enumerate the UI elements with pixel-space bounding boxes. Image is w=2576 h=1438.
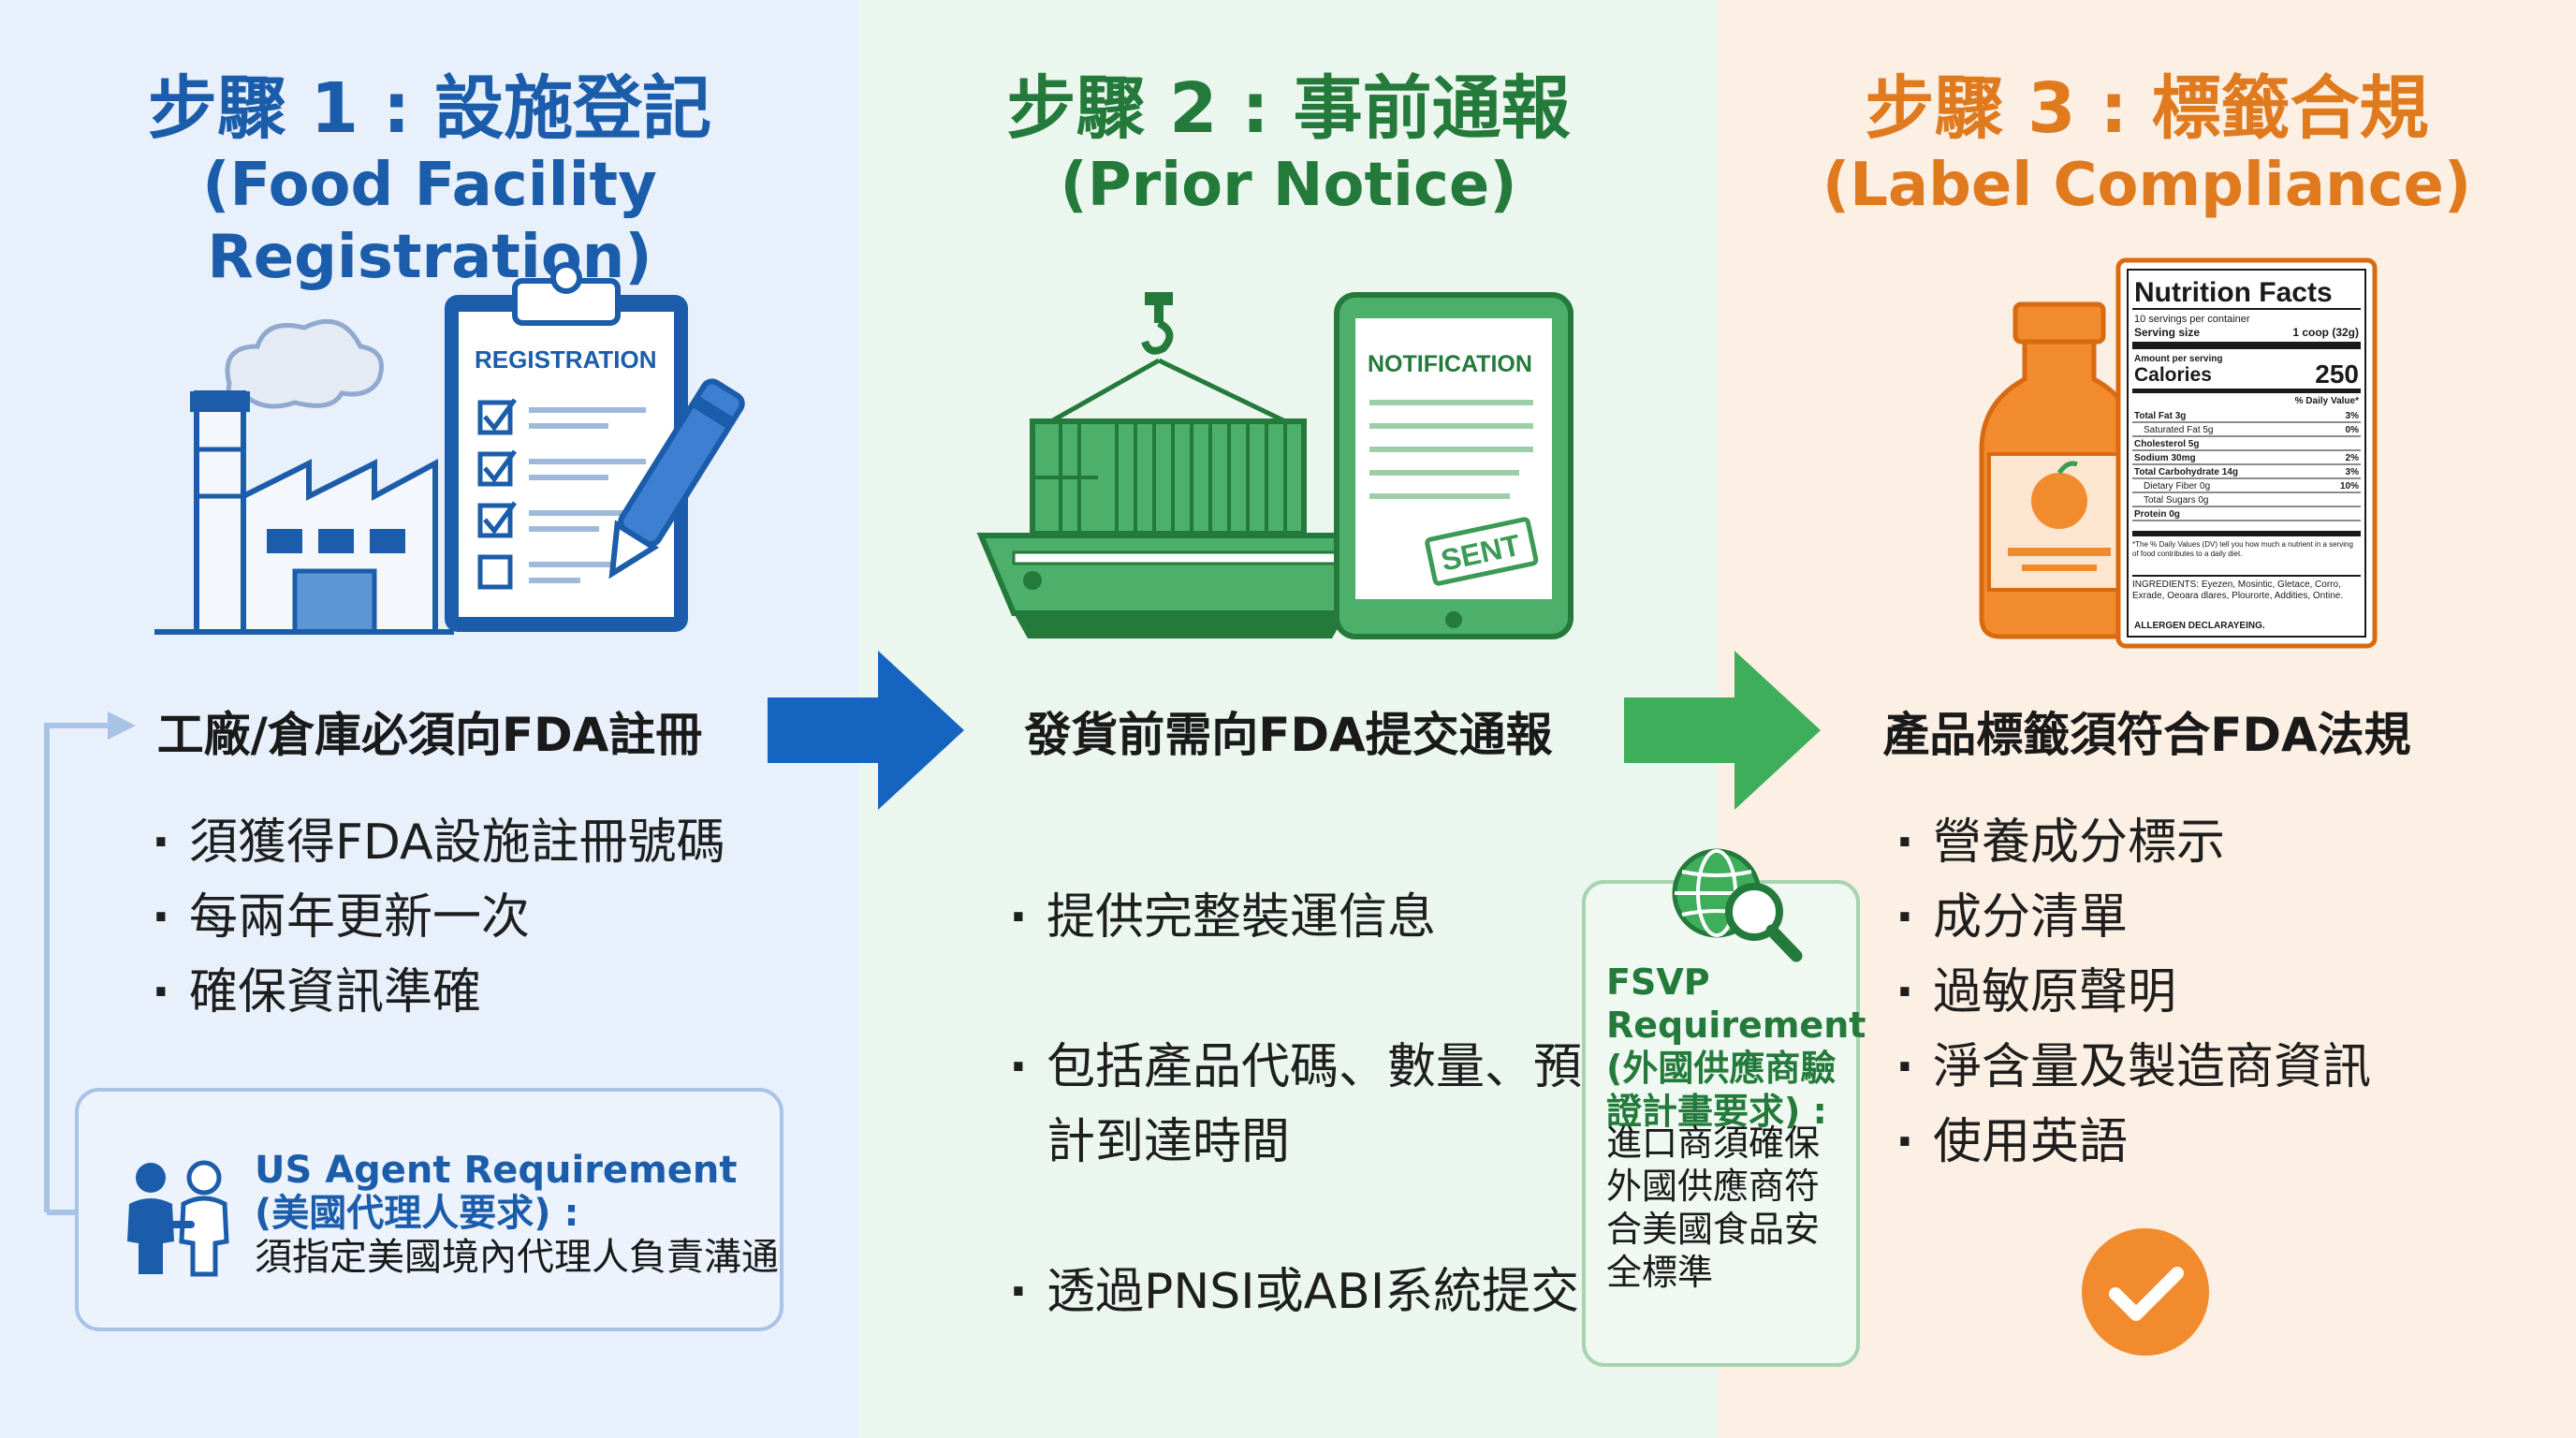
step1-summary: 工廠/倉庫必須向FDA註冊 xyxy=(156,708,703,762)
loop-arrow-icon xyxy=(44,712,136,1215)
globe-search-icon xyxy=(1672,848,1803,962)
us-agent-description: 須指定美國境內代理人負責溝通 xyxy=(255,1236,779,1279)
fsvp-heading: FSVP Requirement (外國供應商驗 證計畫要求) : xyxy=(1606,961,1866,1132)
nutrition-row-value: 2% xyxy=(2346,453,2360,463)
nutrition-row-label: Dietary Fiber 0g xyxy=(2144,481,2210,492)
step3-bullet: 淨含量及製造商資訊 xyxy=(1895,1030,2371,1105)
step2-subtitle: (Prior Notice) xyxy=(1060,151,1517,220)
arrow-right-icon xyxy=(1624,651,1821,810)
us-agent-box: US Agent Requirement (美國代理人要求) : 須指定美國境內… xyxy=(75,1088,783,1331)
step1-column: 步驟 1 : 設施登記 (Food Facility Registration)… xyxy=(0,0,859,1438)
step1-bullet: 每兩年更新一次 xyxy=(152,880,725,955)
step3-bullet: 營養成分標示 xyxy=(1895,805,2371,880)
step3-title: 步驟 3 : 標籤合規 xyxy=(1865,68,2429,149)
nutrition-footnote: *The % Daily Values (DV) tell you how mu… xyxy=(2132,540,2353,558)
fsvp-description: 進口商須確保 外國供應商符 合美國食品安 全標準 xyxy=(1606,1123,1821,1293)
checkmark-icon xyxy=(2082,1228,2209,1356)
step1-title: 步驟 1 : 設施登記 xyxy=(147,68,712,149)
nutrition-calories-value: 250 xyxy=(2315,360,2359,389)
us-agent-subtitle: (美國代理人要求) : xyxy=(255,1192,579,1235)
step3-bullet: 使用英語 xyxy=(1895,1105,2371,1180)
nutrition-row-label: Sodium 30mg xyxy=(2134,453,2196,463)
step3-summary: 產品標籤須符合FDA法規 xyxy=(1882,708,2411,762)
nutrition-serving-size-value: 1 coop (32g) xyxy=(2292,326,2359,339)
nutrition-row-label: Cholesterol 5g xyxy=(2134,439,2199,449)
step3-bullet: 成分清單 xyxy=(1895,880,2371,955)
clipboard-icon: REGISTRATION xyxy=(445,262,688,632)
nutrition-daily-value-header: % Daily Value* xyxy=(2295,396,2359,406)
step2-column: 步驟 2 : 事前通報 (Prior Notice) NOTIFICATION xyxy=(859,0,1718,1438)
us-agent-title: US Agent Requirement xyxy=(255,1149,738,1192)
notification-label: NOTIFICATION xyxy=(1368,351,1532,377)
step3-bullet-list: 營養成分標示 成分清單 過敏原聲明 淨含量及製造商資訊 使用英語 xyxy=(1895,805,2371,1180)
nutrition-calories-label: Calories xyxy=(2134,364,2212,386)
nutrition-row-value: 10% xyxy=(2340,481,2359,492)
step2-bullet-list: 提供完整裝運信息 包括產品代碼、數量、預 計到達時間 透過PNSI或ABI系統提… xyxy=(1009,805,1582,1404)
nutrition-servings: 10 servings per container xyxy=(2134,314,2250,325)
nutrition-serving-size-label: Serving size xyxy=(2134,326,2200,339)
registration-label: REGISTRATION xyxy=(475,345,657,374)
container-icon xyxy=(1030,418,1307,536)
tablet-icon: NOTIFICATION SENT xyxy=(1334,292,1573,639)
factory-icon xyxy=(154,318,454,635)
step3-subtitle: (Label Compliance) xyxy=(1822,151,2472,220)
nutrition-ingredients: INGREDIENTS: Eyezen, Mosintic, Gletace, … xyxy=(2132,580,2344,601)
ship-icon xyxy=(976,292,1368,638)
nutrition-row-label: Protein 0g xyxy=(2134,509,2180,520)
arrow-right-icon xyxy=(768,651,964,810)
nutrition-row-label: Total Carbohydrate 14g xyxy=(2134,467,2238,477)
step2-bullet: 透過PNSI或ABI系統提交 xyxy=(1009,1255,1582,1329)
step3-bullet: 過敏原聲明 xyxy=(1895,955,2371,1030)
handshake-icon xyxy=(127,1160,229,1277)
nutrition-row-value: 3% xyxy=(2346,411,2360,421)
nutrition-row-label: Saturated Fat 5g xyxy=(2144,425,2214,435)
nutrition-row-label: Total Sugars 0g xyxy=(2144,495,2209,506)
nutrition-row-label: Total Fat 3g xyxy=(2134,411,2186,421)
step2-summary: 發貨前需向FDA提交通報 xyxy=(1024,708,1553,762)
nutrition-title: Nutrition Facts xyxy=(2134,277,2333,308)
pen-icon xyxy=(608,378,745,580)
step1-bullet-list: 須獲得FDA設施註冊號碼 每兩年更新一次 確保資訊準確 xyxy=(152,805,725,1030)
nutrition-amount-per-serving: Amount per serving xyxy=(2134,354,2222,364)
step2-title: 步驟 2 : 事前通報 xyxy=(1006,68,1571,149)
nutrition-row-value: 3% xyxy=(2346,467,2360,477)
step1-bullet: 確保資訊準確 xyxy=(152,955,725,1030)
nutrition-allergen: ALLERGEN DECLARAYEING. xyxy=(2134,621,2265,631)
nutrition-label-icon: Nutrition Facts 10 servings per containe… xyxy=(2115,257,2378,649)
step2-bullet: 包括產品代碼、數量、預 計到達時間 xyxy=(1009,1030,1582,1180)
step1-bullet: 須獲得FDA設施註冊號碼 xyxy=(152,805,725,880)
step2-bullet: 提供完整裝運信息 xyxy=(1009,880,1582,955)
nutrition-row-value: 0% xyxy=(2346,425,2360,435)
step3-column: 步驟 3 : 標籤合規 (Label Compliance) Nutrition… xyxy=(1718,0,2576,1438)
nutrition-rows: Total Fat 3g 3% Saturated Fat 5g 0% Choleste… xyxy=(2132,411,2361,521)
step1-subtitle: (Food Facility Registration) xyxy=(202,151,657,292)
fsvp-box: FSVP Requirement (外國供應商驗 證計畫要求) : 進口商須確保… xyxy=(1582,848,1866,1367)
